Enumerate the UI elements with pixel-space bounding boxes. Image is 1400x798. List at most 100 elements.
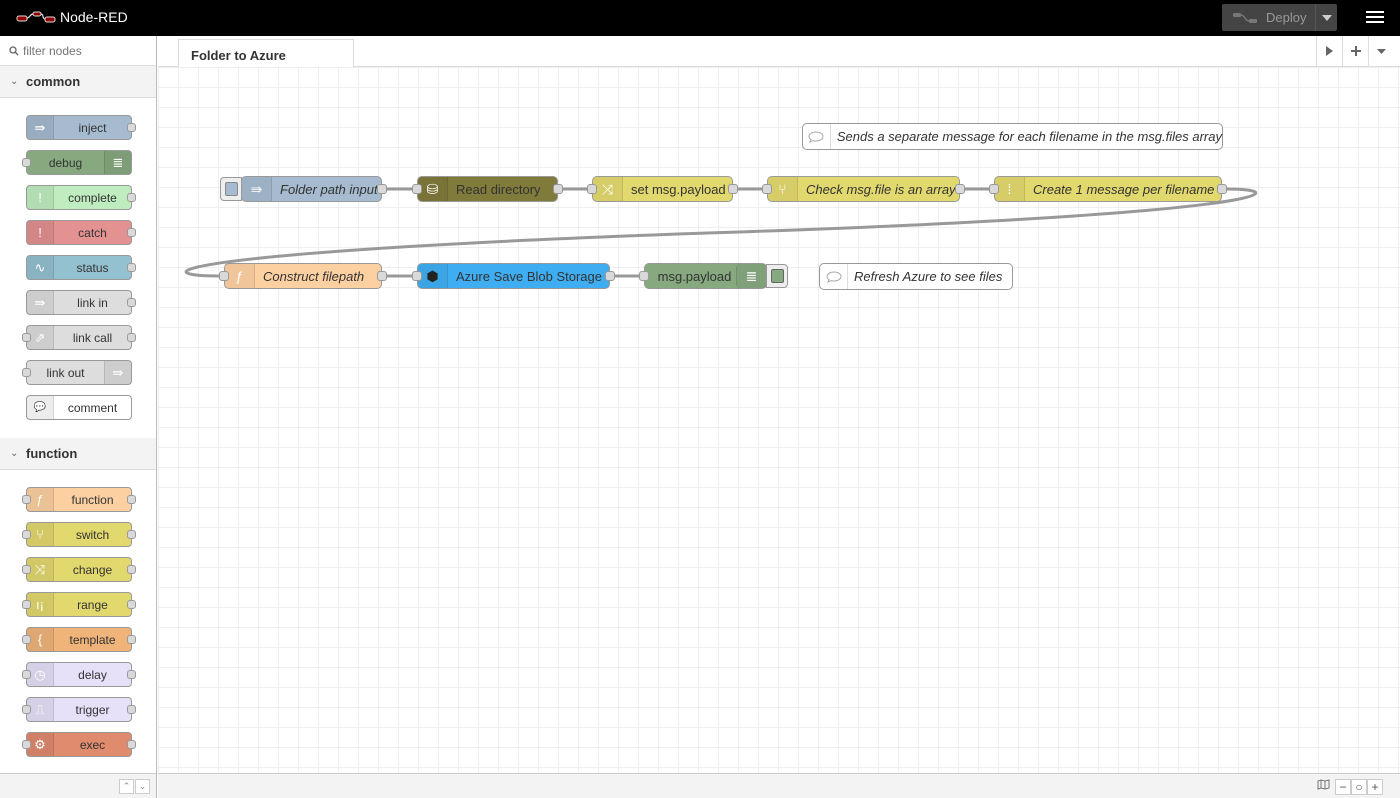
input-port[interactable] [989,184,999,194]
palette-node-catch[interactable]: !catch [26,220,136,245]
tab-scroll-right-button[interactable] [1316,36,1342,66]
output-port[interactable] [127,565,136,574]
input-port[interactable] [412,271,422,281]
switch-icon: ⑂ [27,523,54,546]
debug-toggle-button[interactable] [766,264,788,288]
hamburger-line [1366,21,1384,23]
deploy-menu-caret[interactable] [1315,4,1337,31]
output-port[interactable] [127,228,136,237]
flow-node-set-msg-payload[interactable]: ⤨set msg.payload [587,176,738,202]
input-port[interactable] [22,368,31,377]
workspace-footer: − ○ + [158,773,1400,798]
input-port[interactable] [22,635,31,644]
output-port[interactable] [127,670,136,679]
flow-node-label: Azure Save Blob Storage [456,268,602,284]
palette-node-complete[interactable]: !complete [26,185,136,210]
hamburger-line [1366,11,1384,13]
inject-trigger-button[interactable] [220,177,242,201]
navigator-button[interactable] [1315,779,1331,795]
palette-node-delay[interactable]: ◷delay [22,662,136,687]
input-port[interactable] [587,184,597,194]
output-port[interactable] [127,740,136,749]
palette-node-template[interactable]: {template [22,627,136,652]
palette-node-debug[interactable]: debug≣ [22,150,132,175]
palette-category-common[interactable]: ⌄common [0,66,156,98]
input-port[interactable] [22,333,31,342]
add-flow-button[interactable] [1342,36,1368,66]
comment-node[interactable]: Sends a separate message for each filena… [802,123,1223,150]
output-port[interactable] [955,184,965,194]
palette-node-trigger[interactable]: ⎍trigger [22,697,136,722]
input-port[interactable] [22,158,31,167]
output-port[interactable] [605,271,615,281]
output-port[interactable] [127,495,136,504]
palette-node-change[interactable]: ⤨change [22,557,136,582]
output-port[interactable] [377,184,387,194]
switch-icon: ⑂ [768,177,798,201]
output-port[interactable] [728,184,738,194]
wire[interactable] [184,187,1258,278]
flow-node-check-msg-file-is-an-array[interactable]: ⑂ Check msg.file is an array [762,176,965,202]
comment-icon [803,124,831,149]
palette-node-link-call[interactable]: ⇗link call [22,325,136,350]
palette-node-link-in[interactable]: ⇛link in [26,290,136,315]
palette-node-label: template [69,632,116,647]
output-port[interactable] [127,600,136,609]
palette-filter-input[interactable] [23,43,153,58]
output-port[interactable] [127,333,136,342]
exec-icon: ⚙ [27,733,54,756]
fs-read-icon: ⛁ [418,177,448,201]
flow-node-folder-path-input[interactable]: ⇛Folder path input [241,176,387,202]
palette-category-function[interactable]: ⌄function [0,438,156,470]
zoom-in-button[interactable]: + [1367,779,1383,795]
output-port[interactable] [127,123,136,132]
palette-node-inject[interactable]: ⇛inject [26,115,136,140]
output-port[interactable] [1217,184,1227,194]
flow-node-label: Check msg.file is an array [806,181,956,197]
palette-node-status[interactable]: ∿status [26,255,136,280]
palette-node-label: delay [78,667,107,682]
output-port[interactable] [127,298,136,307]
flow-node-read-directory[interactable]: ⛁Read directory [412,176,563,202]
flow-node-create-1-message-per-filename[interactable]: ⁞Create 1 message per filename [989,176,1227,202]
output-port[interactable] [377,271,387,281]
flow-node-azure-save-blob-storage[interactable]: ⬢Azure Save Blob Storage [412,263,615,289]
palette-node-link-out[interactable]: link out⇛ [22,360,132,385]
palette-node-exec[interactable]: ⚙exec [22,732,136,757]
plus-icon [1350,46,1361,56]
output-port[interactable] [127,705,136,714]
input-port[interactable] [22,670,31,679]
palette-node-comment[interactable]: 💬comment [26,395,132,420]
palette-node-range[interactable]: ı¡range [22,592,136,617]
trigger-icon: ⎍ [27,698,54,721]
zoom-out-button[interactable]: − [1335,779,1351,795]
flow-list-button[interactable] [1368,36,1394,66]
input-port[interactable] [219,271,229,281]
input-port[interactable] [762,184,772,194]
output-port[interactable] [127,530,136,539]
output-port[interactable] [127,263,136,272]
input-port[interactable] [22,530,31,539]
output-port[interactable] [127,635,136,644]
input-port[interactable] [22,495,31,504]
zoom-reset-button[interactable]: ○ [1351,779,1367,795]
main-menu-button[interactable] [1366,9,1384,27]
input-port[interactable] [22,600,31,609]
input-port[interactable] [22,565,31,574]
output-port[interactable] [553,184,563,194]
flow-node-msg-payload[interactable]: msg.payload≣ [639,263,767,289]
input-port[interactable] [22,705,31,714]
output-port[interactable] [127,193,136,202]
flow-canvas[interactable]: ⇛Folder path input ⛁Read directory ⤨set ms… [158,67,1400,773]
deploy-button[interactable]: Deploy [1222,4,1337,31]
input-port[interactable] [639,271,649,281]
tab-folder-to-azure[interactable]: Folder to Azure [178,39,354,68]
input-port[interactable] [412,184,422,194]
input-port[interactable] [22,740,31,749]
palette-node-switch[interactable]: ⑂switch [22,522,136,547]
comment-node[interactable]: Refresh Azure to see files [819,263,1013,290]
expand-all-button[interactable]: ⌄ [135,779,150,794]
collapse-all-button[interactable]: ⌃ [119,779,134,794]
